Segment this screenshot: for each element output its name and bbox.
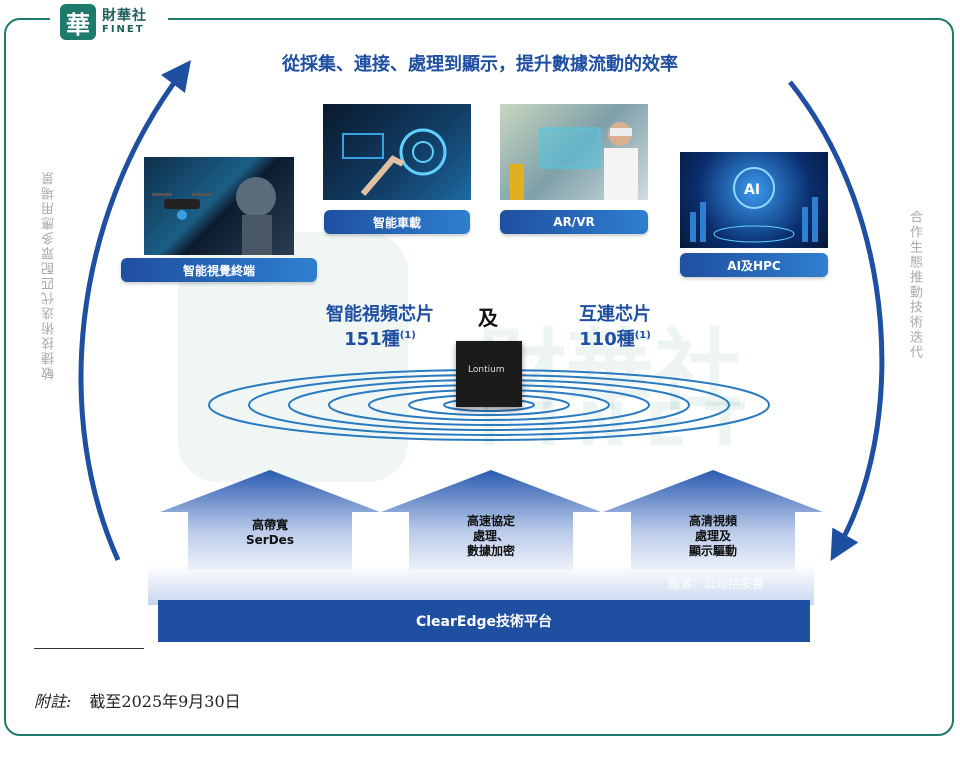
- interconnect-chip-label: 互連芯片: [579, 304, 651, 325]
- app-label-ar-vr: AR/VR: [500, 210, 648, 234]
- ai-brain-image: AI: [680, 152, 828, 248]
- note-divider: [34, 648, 144, 649]
- capability-arrow-3: [603, 470, 823, 570]
- interconnect-chip-footnote: (1): [634, 330, 651, 341]
- app-label-in-vehicle: 智能車載: [324, 210, 470, 234]
- side-caption-right: 合作生態推動技術迭代: [907, 210, 922, 360]
- capability-protocol-line-1: 高速協定: [466, 514, 515, 528]
- lontium-chip: Lontium: [456, 341, 522, 407]
- diagram-frame: [4, 18, 954, 736]
- image-source: 圖源：公司招股書: [668, 577, 765, 591]
- interconnect-chip-count-value: 110種: [579, 329, 635, 350]
- logo-name-en: FINET: [102, 24, 145, 35]
- video-chip-count: 151種(1): [290, 325, 470, 351]
- capability-protocol-line-3: 數據加密: [466, 544, 515, 558]
- footnote-label: 附註:: [34, 692, 72, 711]
- headline: 從採集、連接、處理到顯示，提升數據流動的效率: [282, 54, 678, 75]
- video-chip-count-value: 151種: [344, 329, 400, 350]
- finet-logo: 華 財華社 FINET: [50, 0, 168, 40]
- chip-brand-name: Lontium: [468, 365, 505, 375]
- app-label-ai-hpc: AI及HPC: [680, 253, 828, 277]
- capability-protocol-line-2: 處理、: [472, 529, 509, 543]
- capability-serdes-line-2: SerDes: [246, 533, 294, 547]
- interconnect-chip-count: 110種(1): [540, 325, 690, 351]
- capability-serdes-line-1: 高帶寬: [251, 518, 288, 532]
- car-dashboard-image: [323, 104, 471, 200]
- and-connector: 及: [478, 306, 498, 330]
- side-caption-left: 敏捷技術迭代匹配眾多應用場景: [42, 170, 57, 380]
- vr-headset-image: [500, 104, 648, 200]
- app-label-vision-terminal: 智能視覺終端: [121, 258, 317, 282]
- logo-mark: 華: [60, 4, 96, 40]
- footnote-text: 截至2025年9月30日: [89, 692, 241, 711]
- video-chip-label: 智能視頻芯片: [326, 304, 434, 325]
- clearedge-platform: ClearEdge技術平台: [158, 600, 810, 642]
- footnote: 附註: 截至2025年9月30日: [34, 688, 241, 712]
- logo-name-cn: 財華社: [102, 8, 147, 24]
- capability-protocol: 高速協定 處理、 數據加密: [436, 514, 546, 559]
- video-chip-footnote: (1): [399, 330, 416, 341]
- capability-display-line-3: 顯示驅動: [688, 544, 737, 558]
- capability-display-line-2: 處理及: [694, 529, 731, 543]
- capability-display-line-1: 高清視頻: [688, 514, 737, 528]
- capability-arrow-2: [381, 470, 601, 570]
- svg-text:AI: AI: [744, 182, 760, 198]
- capability-serdes: 高帶寬 SerDes: [215, 518, 325, 548]
- capability-arrow-1: [160, 470, 380, 570]
- capability-display: 高清視頻 處理及 顯示驅動: [658, 514, 768, 559]
- drone-and-robot-image: [144, 157, 294, 255]
